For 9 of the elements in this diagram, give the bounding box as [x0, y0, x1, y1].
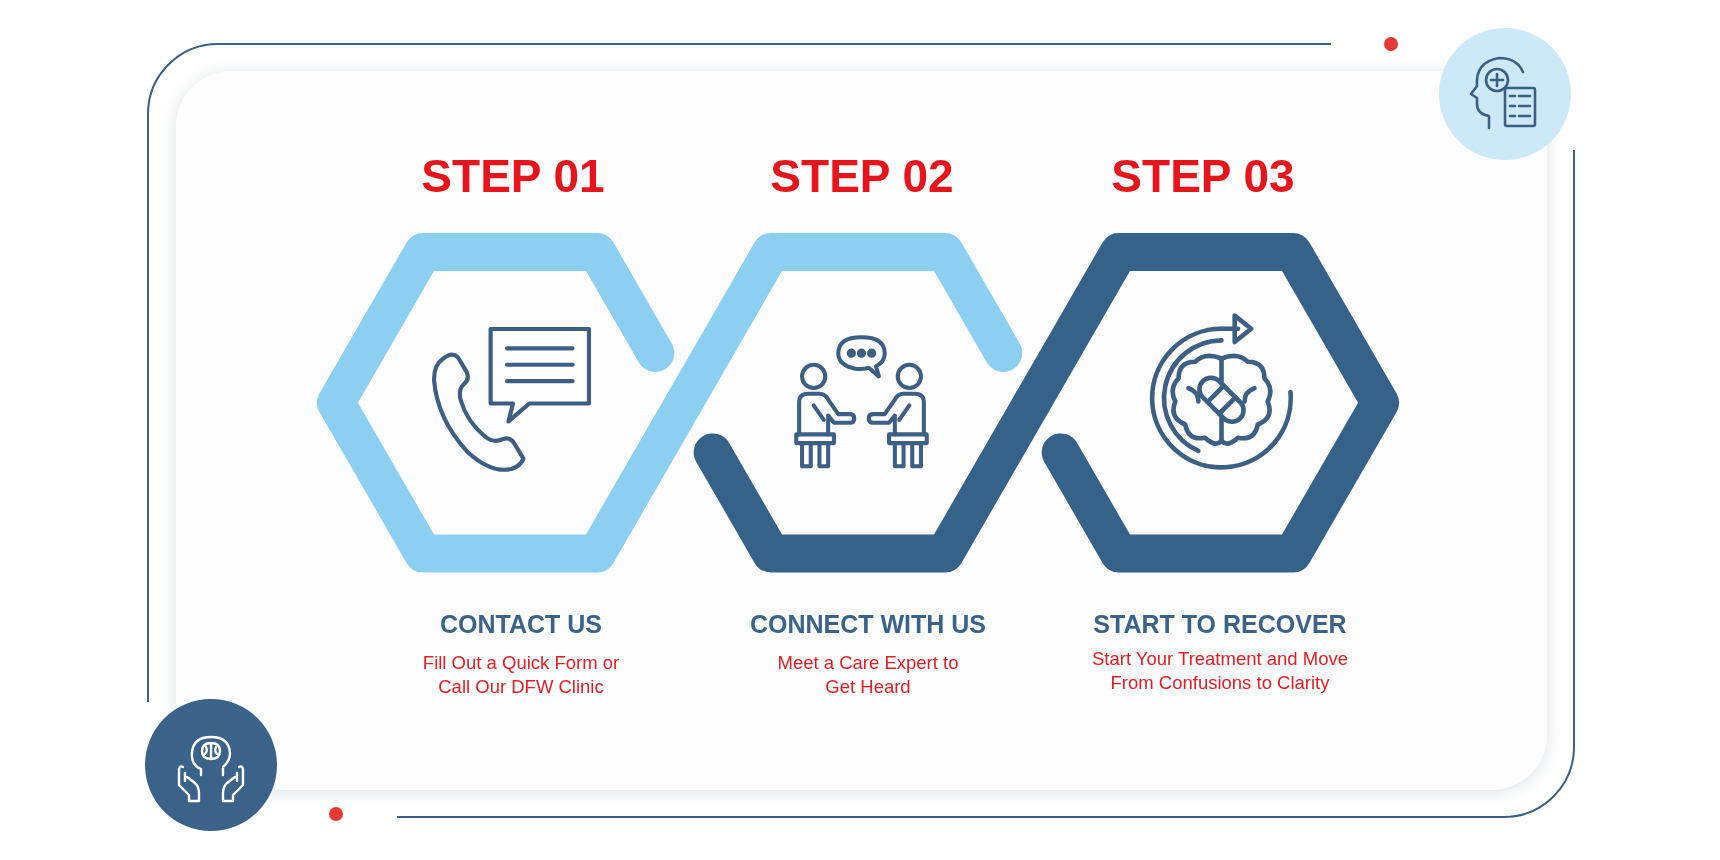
step-description: Fill Out a Quick Form or Call Our DFW Clinic: [421, 651, 621, 699]
step-title: CONTACT US: [440, 609, 602, 639]
step-title: START TO RECOVER: [1093, 609, 1347, 639]
step-label: STEP 01: [421, 151, 605, 201]
step-label: STEP 02: [770, 151, 954, 201]
step-description: Meet a Care Expert to Get Heard: [776, 651, 960, 699]
step-title: CONNECT WITH US: [749, 609, 987, 639]
step-description: Start Your Treatment and Move From Confusions to Clarity: [1090, 647, 1350, 695]
step-label: STEP 03: [1111, 151, 1295, 201]
